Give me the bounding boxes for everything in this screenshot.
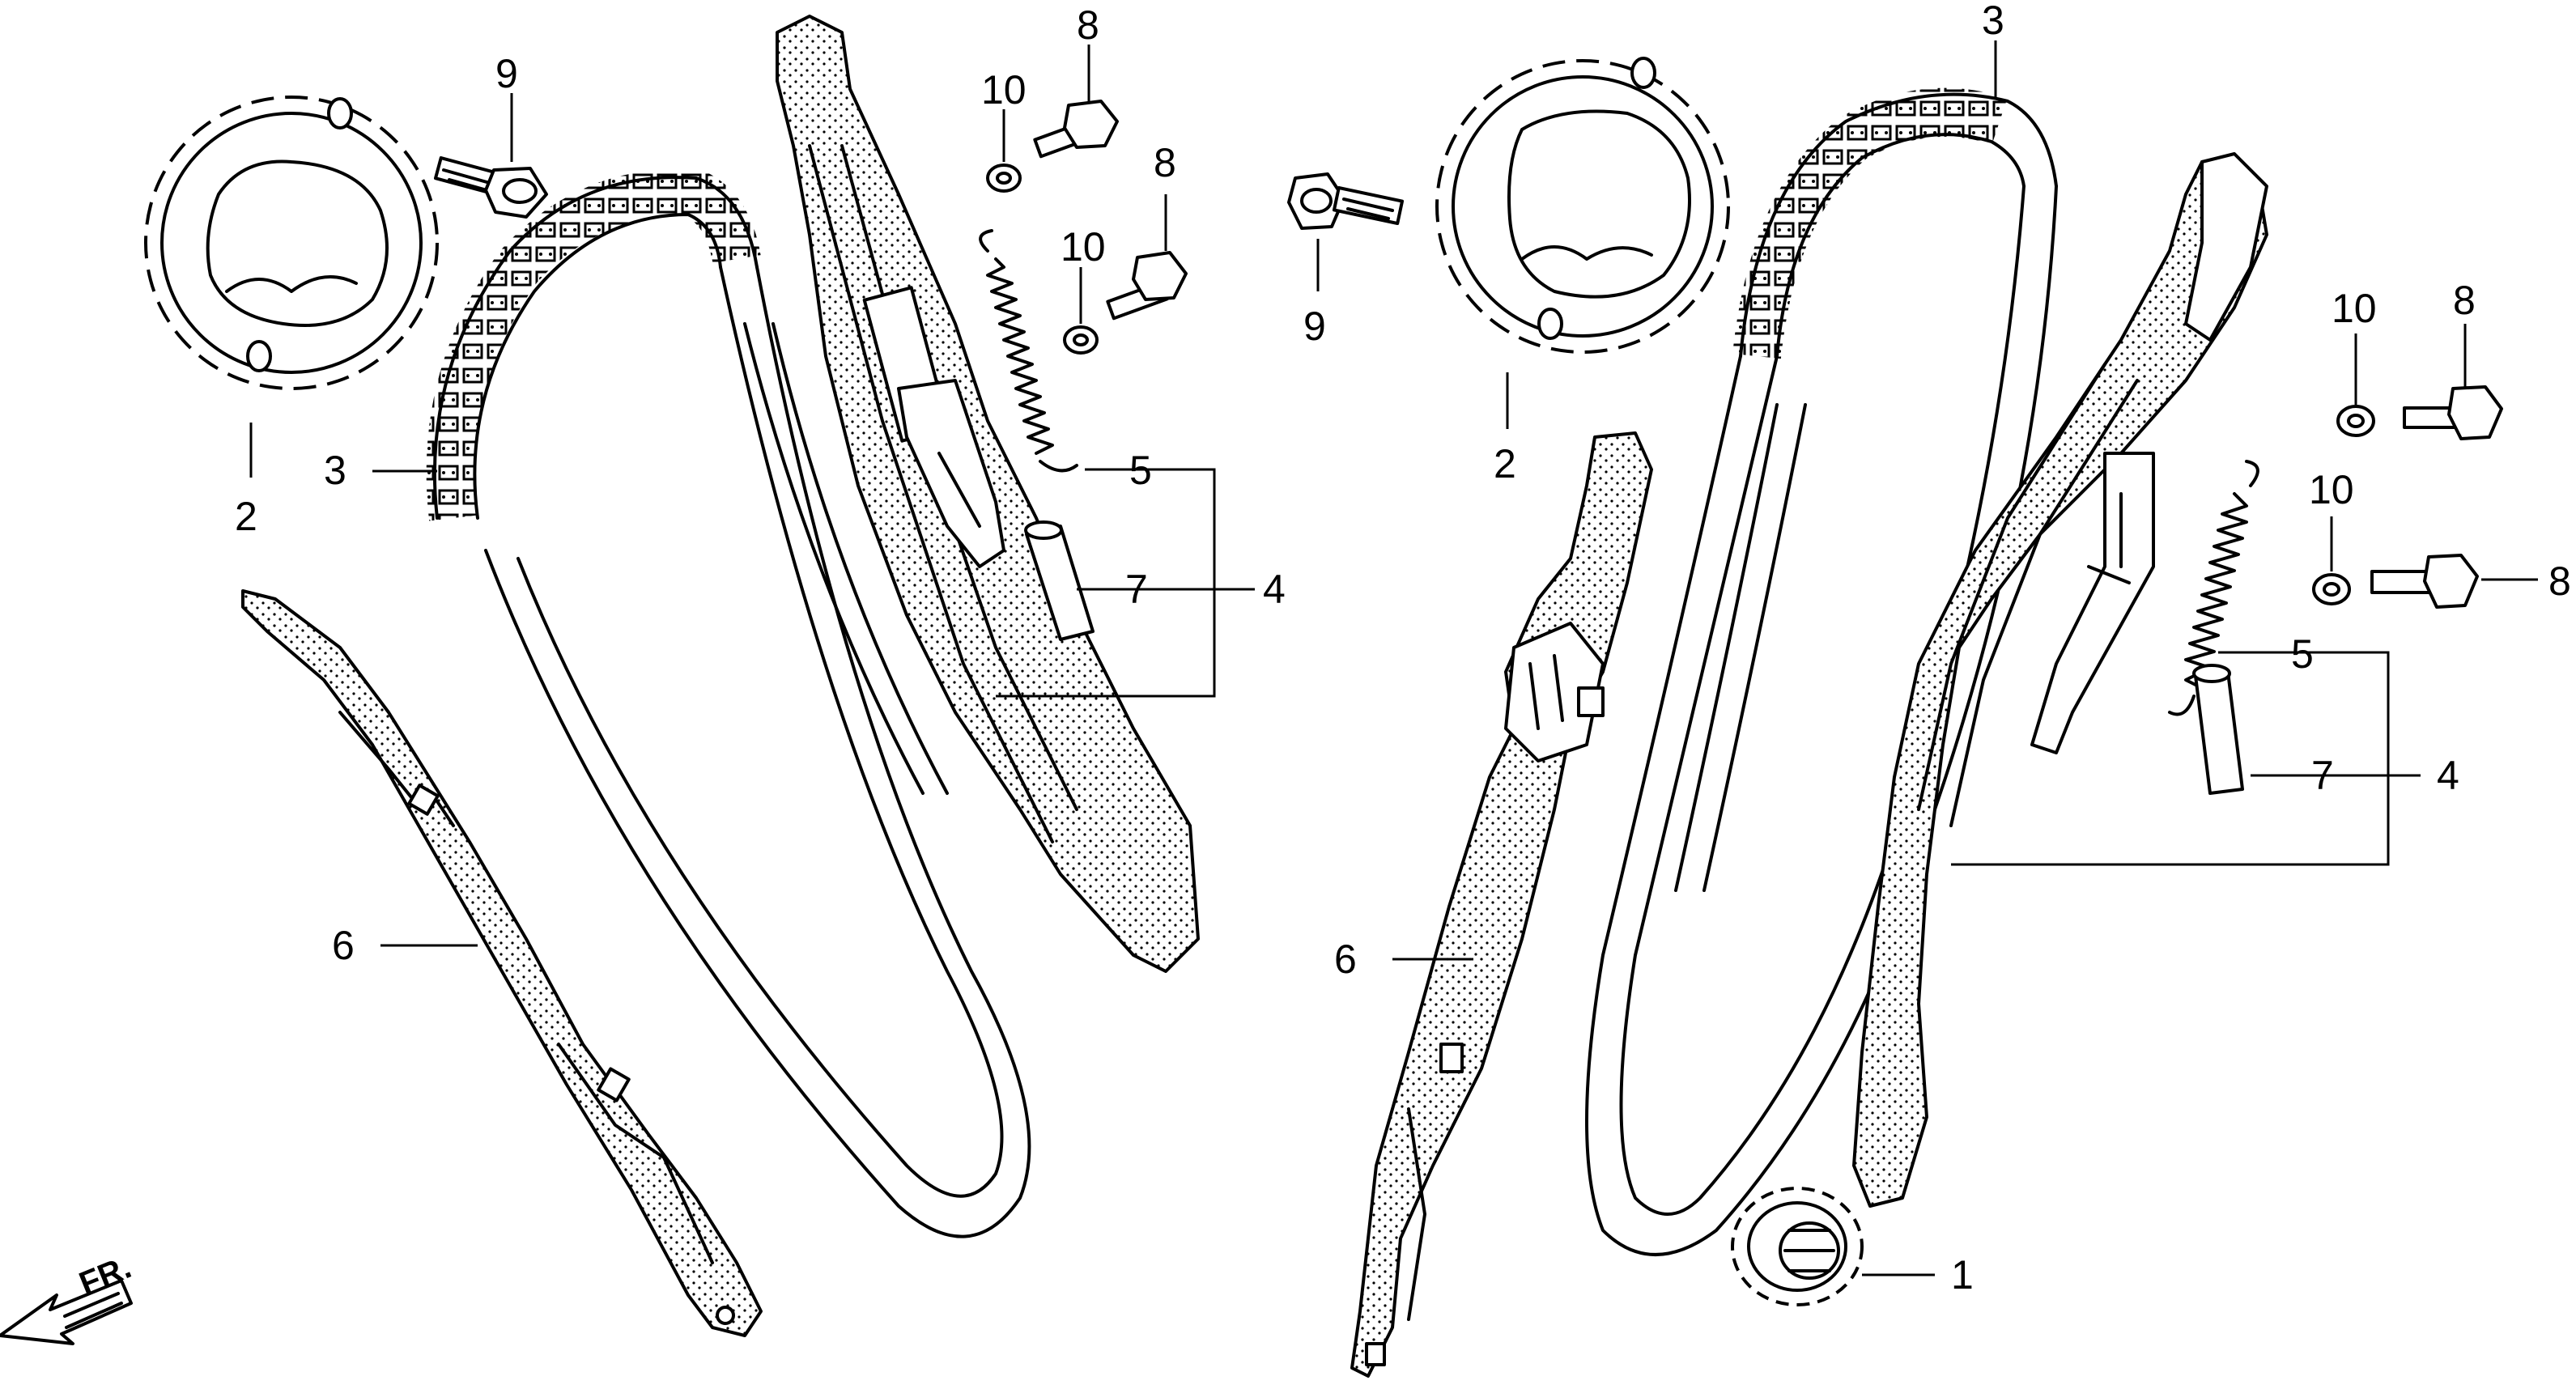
left-tensioner-arm	[776, 15, 1200, 973]
label-9-left: 9	[495, 51, 518, 96]
label-6-left: 6	[332, 923, 355, 968]
right-cam-sprocket	[1435, 57, 1730, 354]
label-8-right-bottom: 8	[2548, 559, 2571, 604]
label-5-left: 5	[1129, 448, 1152, 493]
left-leader-lines	[249, 45, 1255, 947]
label-10-left-bottom: 10	[1061, 224, 1106, 270]
label-3-left: 3	[324, 448, 346, 493]
right-spring-5	[2168, 460, 2259, 716]
label-7-right: 7	[2311, 753, 2334, 798]
right-bolt-9	[1287, 172, 1405, 230]
left-cam-chain	[426, 169, 1031, 1238]
label-4-left: 4	[1263, 567, 1286, 612]
left-bolt-8-bottom	[1106, 251, 1188, 321]
left-washer-10-bottom	[1063, 325, 1099, 355]
label-7-left: 7	[1125, 567, 1148, 612]
label-2-left: 2	[235, 494, 257, 539]
right-leader-lines	[1316, 40, 2538, 1276]
label-2-right: 2	[1494, 441, 1516, 486]
right-washer-10-bottom	[2312, 573, 2351, 605]
right-chain-guide-6	[1350, 431, 1653, 1378]
right-washer-10-top	[2336, 405, 2375, 437]
left-bolt-9	[433, 156, 548, 219]
right-tensioner-arm	[1852, 152, 2268, 1208]
right-assembly: 3 9 2 10 8 10 8 5 7 4 6 1	[1287, 0, 2571, 1378]
left-bolt-8-top	[1033, 100, 1119, 159]
right-pin-7	[2192, 664, 2244, 795]
label-8-left-top: 8	[1077, 2, 1099, 48]
right-bolt-8-top	[2403, 385, 2503, 440]
label-9-right: 9	[1303, 304, 1326, 349]
label-1-right: 1	[1951, 1252, 1974, 1298]
left-pin-7	[1024, 520, 1095, 641]
left-assembly: 2 3 9 10 8 10 8 5 7 4 6	[144, 2, 1286, 1337]
label-10-right-bottom: 10	[2309, 467, 2354, 512]
right-cam-chain	[1585, 87, 2058, 1256]
left-chain-guide-6	[241, 589, 763, 1337]
front-arrow-icon	[0, 1279, 133, 1345]
left-spring-5	[979, 229, 1078, 473]
left-washer-10-top	[986, 164, 1022, 193]
label-5-right: 5	[2291, 631, 2314, 677]
label-3-right: 3	[1982, 0, 2004, 43]
label-8-left-bottom: 8	[1154, 140, 1176, 185]
label-8-right-top: 8	[2453, 278, 2476, 323]
front-direction-indicator: FR.	[0, 1249, 136, 1345]
label-6-right: 6	[1334, 937, 1357, 982]
drive-sprocket-1	[1731, 1187, 1864, 1306]
left-cam-sprocket	[144, 96, 439, 390]
label-4-right: 4	[2437, 753, 2459, 798]
label-10-left-top: 10	[981, 67, 1027, 113]
right-bolt-8-bottom	[2370, 554, 2479, 609]
label-10-right-top: 10	[2332, 286, 2377, 331]
